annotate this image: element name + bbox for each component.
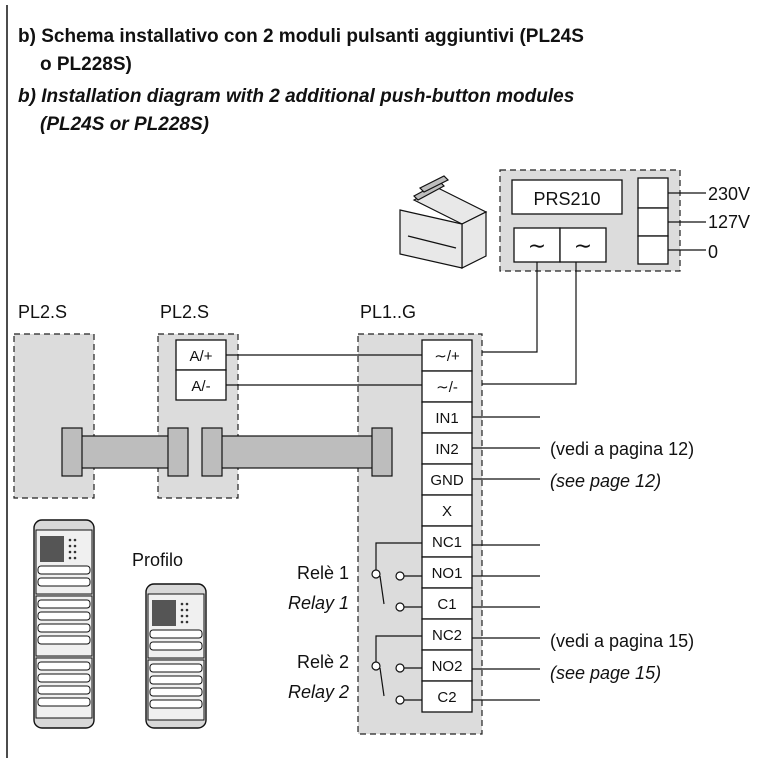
relay-2-label-en: Relay 2: [288, 682, 349, 702]
terminal-ac-plus: ∼/+: [434, 348, 460, 365]
middle-terminal-block: A/+ A/-: [175, 339, 227, 401]
terminal-in1: IN1: [435, 410, 458, 427]
terminal-c2: C2: [437, 689, 456, 706]
terminal-a-plus: A/+: [190, 348, 213, 365]
terminal-a-minus: A/-: [191, 378, 210, 395]
output-0: 0: [708, 242, 718, 262]
terminal-gnd: GND: [430, 472, 464, 489]
relay-2-contact: [371, 635, 422, 705]
title-it-line2: o PL228S): [40, 54, 132, 75]
title-en-line1: b) Installation diagram with 2 additiona…: [18, 86, 574, 107]
terminal-in2: IN2: [435, 441, 458, 458]
relay-1-label-it: Relè 1: [297, 563, 349, 583]
terminal-no2: NO2: [432, 658, 463, 675]
note-inputs-it: (vedi a pagina 12): [550, 439, 694, 459]
note-inputs-en: (see page 12): [550, 471, 661, 491]
profile-label: Profilo: [132, 550, 183, 570]
relay-2-label-it: Relè 2: [297, 652, 349, 672]
module-main-label: PL1..G: [360, 302, 416, 322]
door-panel-profile-icon: [145, 583, 207, 729]
title-it-line1: b) Schema installativo con 2 moduli puls…: [18, 26, 584, 47]
module-left-label: PL2.S: [18, 302, 67, 322]
door-panel-large-icon: [33, 519, 95, 729]
din-rail-device-icon: [399, 175, 488, 269]
output-127v: 127V: [708, 212, 750, 232]
note-relays-en: (see page 15): [550, 663, 661, 683]
terminal-c1: C1: [437, 596, 456, 613]
power-supply-name: PRS210: [533, 189, 600, 209]
module-middle-label: PL2.S: [160, 302, 209, 322]
ac-symbol-1: ∼: [528, 233, 546, 258]
terminal-x: X: [442, 503, 452, 520]
outgoing-wires: [472, 416, 540, 701]
terminal-no1: NO1: [432, 565, 463, 582]
output-230v: 230V: [708, 184, 750, 204]
relay-1-label-en: Relay 1: [288, 593, 349, 613]
ac-symbol-2: ∼: [574, 233, 592, 258]
main-terminal-strip: ∼/+ ∼/- IN1 IN2 GND X NC1 NO1 C1 NC2 NO2…: [421, 339, 473, 713]
terminal-nc2: NC2: [432, 627, 462, 644]
relay-1-contact: [371, 542, 422, 612]
terminal-nc1: NC1: [432, 534, 462, 551]
power-supply-prs210: PRS210 ∼ ∼: [499, 169, 681, 272]
ribbon-cable-1: [61, 427, 189, 477]
note-relays-it: (vedi a pagina 15): [550, 631, 694, 651]
terminal-ac-minus: ∼/-: [436, 379, 458, 396]
ribbon-cable-2: [201, 427, 393, 477]
title-en-line2: (PL24S or PL228S): [40, 114, 209, 135]
